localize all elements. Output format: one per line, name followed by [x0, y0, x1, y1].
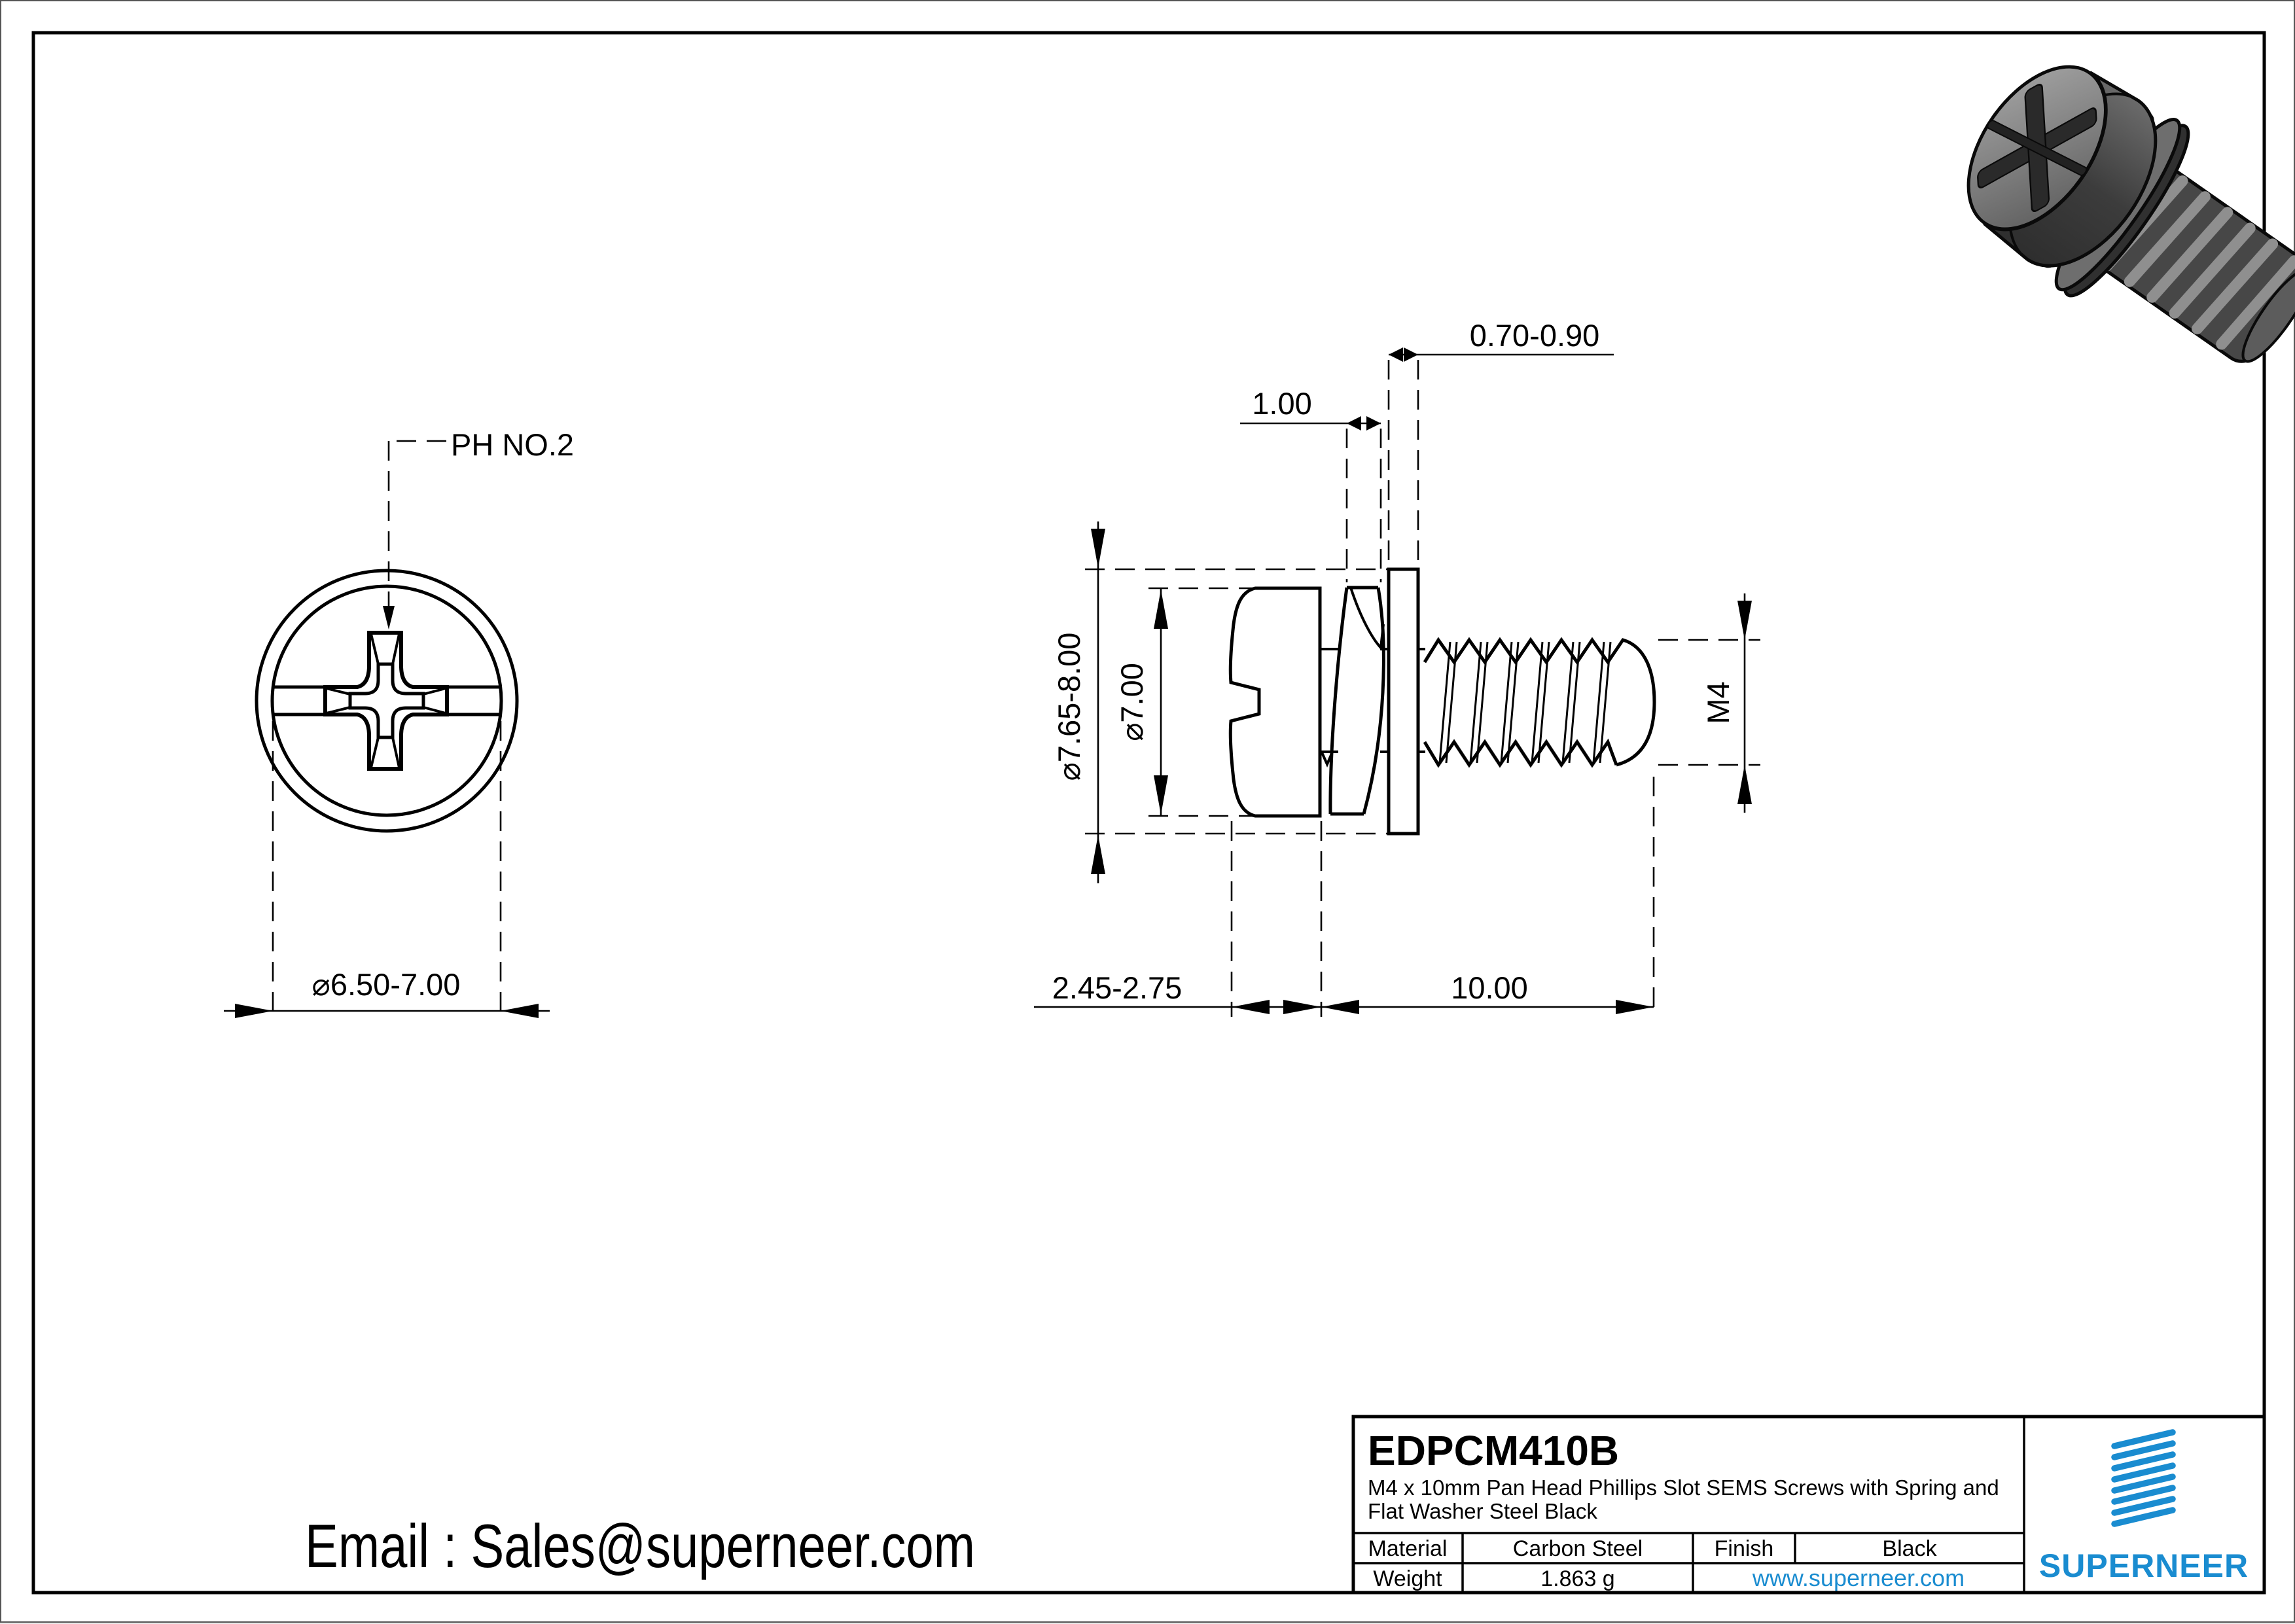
spring-washer-thickness-dimension [1240, 416, 1382, 582]
brand-logo-stripes-icon [2111, 1429, 2176, 1527]
spring-washer [1320, 586, 1385, 816]
flat-washer-thickness-label: 0.70-0.90 [1470, 318, 1600, 353]
front-view: PH NO.2 ⌀6.50-7.00 [224, 427, 574, 1022]
finish-value: Black [1882, 1536, 1937, 1561]
phillips-inner-recess [348, 662, 425, 739]
material-value: Carbon Steel [1513, 1536, 1643, 1561]
head-height-label: 2.45-2.75 [1052, 970, 1183, 1005]
phillips-taper-lines [326, 633, 446, 768]
head-outer-circle [270, 584, 503, 817]
pan-head-profile [1228, 586, 1322, 818]
threaded-shaft [1423, 637, 1656, 768]
weight-value: 1.863 g [1540, 1566, 1614, 1591]
flat-washer [1387, 567, 1420, 836]
leader-arrow [383, 606, 395, 629]
washer-od-label: ⌀7.65-8.00 [1052, 633, 1086, 781]
slot-recess [273, 685, 501, 716]
weight-label: Weight [1373, 1566, 1442, 1591]
washer-outer-circle [255, 569, 519, 833]
head-diameter-label: ⌀6.50-7.00 [312, 967, 461, 1002]
drive-label: PH NO.2 [451, 427, 574, 462]
thread-length-label: 10.00 [1451, 970, 1528, 1005]
spring-washer-thickness-label: 1.00 [1252, 386, 1311, 421]
sheet-border [31, 31, 2266, 1595]
head-diameter-dimension [224, 721, 550, 1022]
title-block: EDPCM410B M4 x 10mm Pan Head Phillips Sl… [1351, 1415, 2266, 1595]
email-text: Email : Sales@superneer.com [305, 1511, 975, 1580]
head-od-label: ⌀7.00 [1114, 663, 1149, 741]
length-dimensions [1034, 777, 1655, 1017]
flat-washer-thickness-dimension [1387, 347, 1614, 565]
description-line1: M4 x 10mm Pan Head Phillips Slot SEMS Sc… [1368, 1475, 1999, 1500]
finish-label: Finish [1715, 1536, 1774, 1561]
washer-od-dimension [1085, 521, 1389, 883]
title-block-frame [1351, 1415, 2266, 1595]
side-view: 0.70-0.90 1.00 ⌀7.65-8.00 ⌀7.00 [1034, 318, 1760, 1017]
description-line2: Flat Washer Steel Black [1368, 1499, 1597, 1523]
shank-lines [1320, 648, 1425, 753]
drive-leader [383, 440, 446, 629]
brand-name: SUPERNEER [2039, 1547, 2249, 1584]
thread-size-label: M4 [1701, 681, 1735, 724]
phillips-recess-3d [1977, 84, 2097, 213]
head-od-dimension [1148, 587, 1254, 817]
phillips-cross-outline [323, 631, 449, 771]
thread-size-dimension [1658, 593, 1760, 813]
screw-3d-render [1966, 65, 2295, 363]
website-link[interactable]: www.superneer.com [1752, 1564, 1965, 1591]
brand-logo: SUPERNEER [2039, 1429, 2249, 1584]
material-label: Material [1368, 1536, 1448, 1561]
part-number: EDPCM410B [1368, 1427, 1619, 1474]
